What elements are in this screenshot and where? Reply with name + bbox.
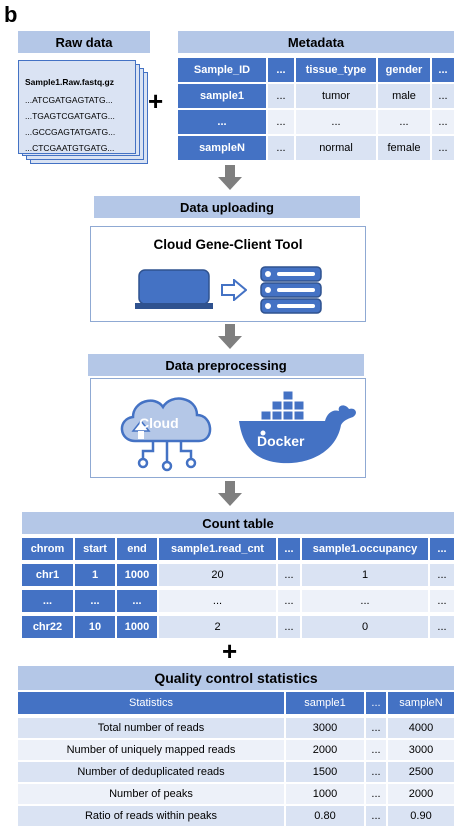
count-cell: ...: [278, 590, 300, 612]
data-uploading-box: Cloud Gene-Client Tool: [90, 226, 366, 322]
qc-col-header: Statistics: [18, 692, 284, 714]
metadata-cell: female: [378, 136, 430, 160]
raw-file-name: Sample1.Raw.fastq.gz: [25, 77, 114, 87]
server-icon: [260, 266, 322, 314]
raw-file-line: ...GCCGAGTATGATG...: [25, 127, 116, 137]
count-cell: 0: [302, 616, 428, 638]
data-preprocessing-box: Cloud Docker: [90, 378, 366, 478]
qc-col-header: sample1: [286, 692, 364, 714]
count-cell: 1000: [117, 616, 157, 638]
qc-cell: 3000: [388, 740, 454, 760]
raw-file-line: ...CTCGAATGTGATG...: [25, 143, 115, 153]
qc-cell: ...: [366, 718, 386, 738]
qc-cell: 1500: [286, 762, 364, 782]
metadata-cell: male: [378, 84, 430, 108]
count-cell: 1: [302, 564, 428, 586]
count-cell: ...: [278, 564, 300, 586]
metadata-cell: sampleN: [178, 136, 266, 160]
qc-cell: Number of deduplicated reads: [18, 762, 284, 782]
data-uploading-header: Data uploading: [94, 196, 360, 218]
docker-icon: [239, 391, 356, 464]
metadata-cell: tumor: [296, 84, 376, 108]
qc-cell: 0.80: [286, 806, 364, 826]
raw-data-header: Raw data: [18, 31, 150, 53]
cloud-label: Cloud: [139, 415, 179, 431]
docker-label: Docker: [257, 433, 305, 449]
qc-cell: Ratio of reads within peaks: [18, 806, 284, 826]
qc-cell: 0.90: [388, 806, 454, 826]
count-cell: 1000: [117, 564, 157, 586]
count-col-header: end: [117, 538, 157, 560]
metadata-col-header: tissue_type: [296, 58, 376, 82]
count-cell: 10: [75, 616, 115, 638]
metadata-cell: ...: [268, 110, 294, 134]
count-cell: chr22: [22, 616, 73, 638]
metadata-header: Metadata: [178, 31, 454, 53]
metadata-cell: normal: [296, 136, 376, 160]
qc-cell: 4000: [388, 718, 454, 738]
qc-cell: 3000: [286, 718, 364, 738]
down-arrow-icon: [218, 165, 242, 190]
metadata-cell: ...: [178, 110, 266, 134]
count-table-header: Count table: [22, 512, 454, 534]
data-preprocessing-header: Data preprocessing: [88, 354, 364, 376]
metadata-cell: sample1: [178, 84, 266, 108]
count-cell: 1: [75, 564, 115, 586]
count-cell: ...: [278, 616, 300, 638]
client-device-icon: [135, 269, 213, 309]
metadata-cell: ...: [296, 110, 376, 134]
cloud-icon: [120, 397, 212, 472]
count-cell: chr1: [22, 564, 73, 586]
qc-cell: ...: [366, 806, 386, 826]
metadata-col-header: ...: [432, 58, 454, 82]
raw-file-line: ...ATCGATGAGTATG...: [25, 95, 113, 105]
plus-sign: +: [222, 636, 238, 666]
metadata-col-header: gender: [378, 58, 430, 82]
count-cell: 2: [159, 616, 276, 638]
metadata-cell: ...: [432, 136, 454, 160]
metadata-cell: ...: [378, 110, 430, 134]
count-cell: ...: [430, 590, 454, 612]
qc-cell: ...: [366, 762, 386, 782]
count-col-header: sample1.read_cnt: [159, 538, 276, 560]
down-arrow-icon: [218, 324, 242, 349]
metadata-cell: ...: [432, 110, 454, 134]
panel-label: b: [4, 2, 18, 27]
count-cell: ...: [430, 616, 454, 638]
qc-cell: Number of peaks: [18, 784, 284, 804]
count-cell: ...: [22, 590, 73, 612]
qc-col-header: ...: [366, 692, 386, 714]
metadata-col-header: Sample_ID: [178, 58, 266, 82]
count-cell: 20: [159, 564, 276, 586]
qc-cell: ...: [366, 740, 386, 760]
metadata-cell: ...: [268, 136, 294, 160]
qc-header: Quality control statistics: [18, 666, 454, 690]
count-col-header: ...: [430, 538, 454, 560]
qc-cell: Number of uniquely mapped reads: [18, 740, 284, 760]
qc-col-header: sampleN: [388, 692, 454, 714]
count-cell: ...: [159, 590, 276, 612]
plus-sign: +: [148, 86, 164, 116]
right-arrow-icon: [221, 279, 247, 301]
qc-cell: Total number of reads: [18, 718, 284, 738]
metadata-cell: ...: [268, 84, 294, 108]
count-cell: ...: [302, 590, 428, 612]
raw-file-line: ...TGAGTCGATGATG...: [25, 111, 115, 121]
count-cell: ...: [75, 590, 115, 612]
qc-cell: 2000: [388, 784, 454, 804]
count-col-header: chrom: [22, 538, 73, 560]
qc-cell: 1000: [286, 784, 364, 804]
qc-cell: 2000: [286, 740, 364, 760]
metadata-cell: ...: [432, 84, 454, 108]
count-col-header: ...: [278, 538, 300, 560]
down-arrow-icon: [218, 481, 242, 506]
qc-cell: ...: [366, 784, 386, 804]
count-col-header: start: [75, 538, 115, 560]
count-cell: ...: [430, 564, 454, 586]
count-cell: ...: [117, 590, 157, 612]
qc-cell: 2500: [388, 762, 454, 782]
count-col-header: sample1.occupancy: [302, 538, 428, 560]
metadata-col-header: ...: [268, 58, 294, 82]
tool-title: Cloud Gene-Client Tool: [153, 237, 303, 252]
